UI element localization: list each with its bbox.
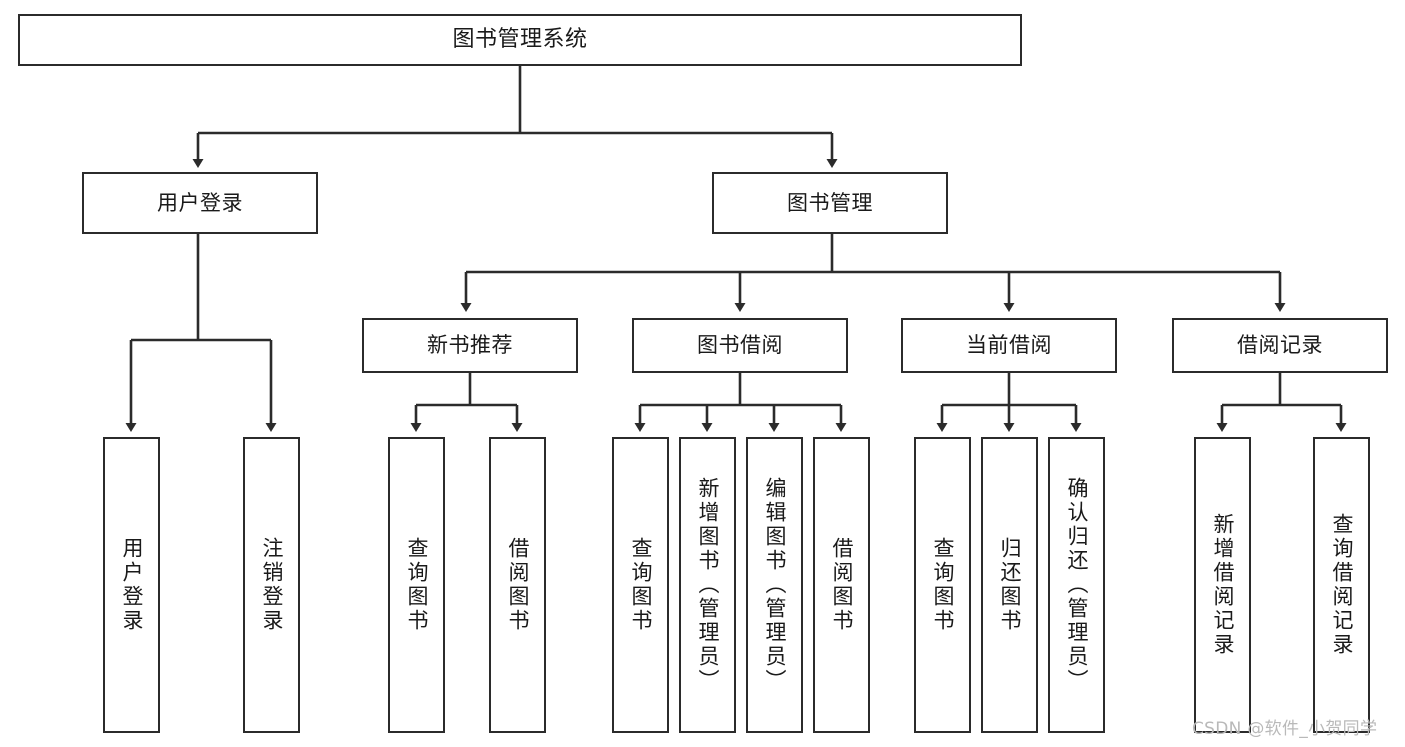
node-leaf-query-book-1-label: 查询图书: [405, 537, 429, 633]
node-leaf-borrow-book-1[interactable]: 借阅图书: [489, 437, 546, 733]
node-leaf-edit-book[interactable]: 编辑图书（管理员）: [746, 437, 803, 733]
node-leaf-return-book[interactable]: 归还图书: [981, 437, 1038, 733]
node-borrow-record[interactable]: 借阅记录: [1172, 318, 1388, 373]
node-leaf-query-record[interactable]: 查询借阅记录: [1313, 437, 1370, 733]
node-book-manage[interactable]: 图书管理: [712, 172, 948, 234]
node-leaf-query-book-3[interactable]: 查询图书: [914, 437, 971, 733]
node-leaf-query-book-2[interactable]: 查询图书: [612, 437, 669, 733]
node-leaf-edit-book-label: 编辑图书（管理员）: [763, 477, 787, 693]
node-leaf-borrow-book-2-label: 借阅图书: [830, 537, 854, 633]
node-book-manage-label: 图书管理: [787, 190, 873, 215]
node-current-borrow-label: 当前借阅: [966, 333, 1052, 358]
node-leaf-confirm-return-label: 确认归还（管理员）: [1065, 477, 1089, 693]
node-leaf-add-book-label: 新增图书（管理员）: [696, 477, 720, 693]
node-leaf-query-book-2-label: 查询图书: [629, 537, 653, 633]
node-root-label: 图书管理系统: [452, 27, 588, 53]
node-leaf-query-book-1[interactable]: 查询图书: [388, 437, 445, 733]
node-book-borrow-label: 图书借阅: [697, 333, 783, 358]
node-user-login-label: 用户登录: [157, 190, 243, 215]
node-borrow-record-label: 借阅记录: [1237, 333, 1323, 358]
node-leaf-logout[interactable]: 注销登录: [243, 437, 300, 733]
node-root[interactable]: 图书管理系统: [18, 14, 1022, 66]
node-leaf-query-book-3-label: 查询图书: [931, 537, 955, 633]
node-leaf-user-login[interactable]: 用户登录: [103, 437, 160, 733]
node-leaf-confirm-return[interactable]: 确认归还（管理员）: [1048, 437, 1105, 733]
node-leaf-add-book[interactable]: 新增图书（管理员）: [679, 437, 736, 733]
node-leaf-add-record[interactable]: 新增借阅记录: [1194, 437, 1251, 733]
node-user-login[interactable]: 用户登录: [82, 172, 318, 234]
node-book-borrow[interactable]: 图书借阅: [632, 318, 848, 373]
node-leaf-borrow-book-1-label: 借阅图书: [506, 537, 530, 633]
node-leaf-logout-label: 注销登录: [260, 537, 284, 633]
node-current-borrow[interactable]: 当前借阅: [901, 318, 1117, 373]
node-new-book-recommend[interactable]: 新书推荐: [362, 318, 578, 373]
node-leaf-return-book-label: 归还图书: [998, 537, 1022, 633]
node-new-book-recommend-label: 新书推荐: [427, 333, 513, 358]
node-leaf-borrow-book-2[interactable]: 借阅图书: [813, 437, 870, 733]
node-leaf-add-record-label: 新增借阅记录: [1211, 513, 1235, 657]
node-leaf-user-login-label: 用户登录: [120, 537, 144, 633]
node-leaf-query-record-label: 查询借阅记录: [1330, 513, 1354, 657]
